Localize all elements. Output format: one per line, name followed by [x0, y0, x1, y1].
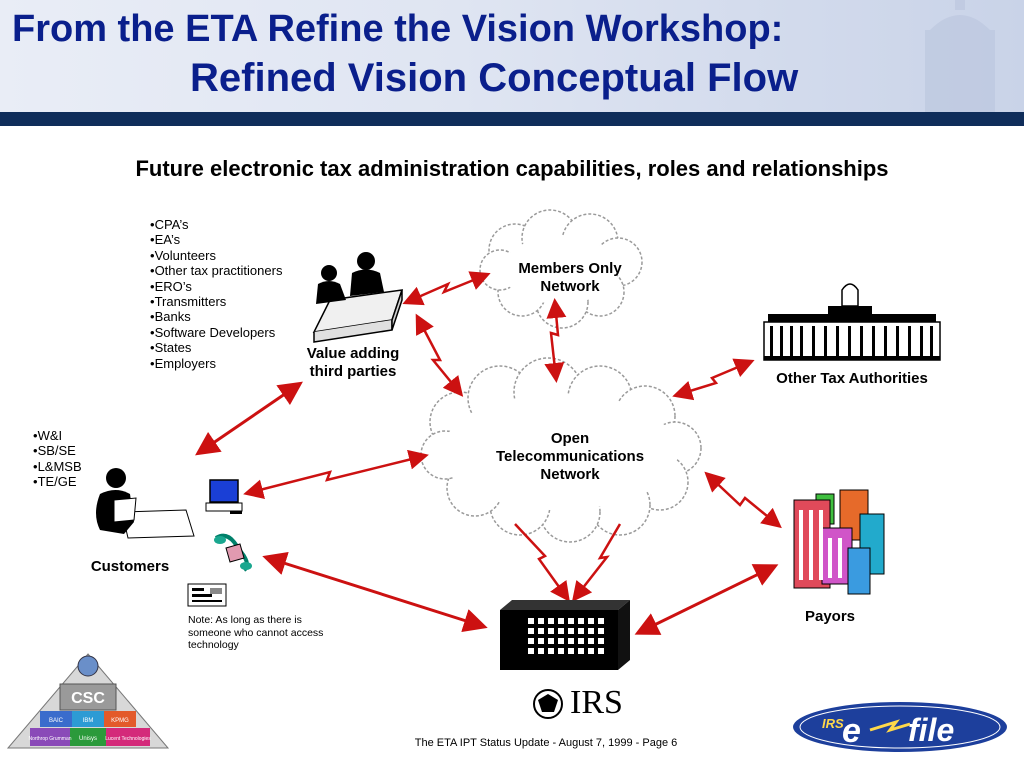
open-telecom-cloud: [420, 357, 702, 543]
list-item: ERO’s: [150, 279, 282, 294]
link-customer-open: [243, 449, 429, 499]
link-othertax-open: [672, 358, 755, 401]
link-thirdparty-open: [415, 313, 464, 397]
telephone-icon: [214, 533, 252, 572]
label-line: Network: [540, 278, 600, 295]
payors-label: Payors: [804, 608, 856, 625]
title-line-2: Refined Vision Conceptual Flow: [190, 56, 799, 100]
third-parties-list: CPA’s EA’s Volunteers Other tax practiti…: [150, 217, 283, 371]
partner-label: BAIC: [49, 718, 64, 724]
footer-text: The ETA IPT Status Update - August 7, 19…: [414, 737, 678, 749]
list-item: Employers: [150, 356, 282, 371]
list-item: TE/GE: [33, 474, 82, 489]
link-members-open: [544, 298, 567, 383]
other-tax-authorities-label: Other Tax Authorities: [776, 370, 928, 387]
header-capitol-decoration: [925, 0, 995, 112]
link-thirdparty-members: [402, 271, 491, 306]
partner-label: IBM: [83, 718, 94, 724]
list-item: Volunteers: [150, 248, 282, 263]
customer-person-icon: [96, 468, 195, 539]
irs-label: IRS: [570, 684, 623, 721]
payors-buildings-icon: [793, 489, 885, 595]
subtitle: Future electronic tax administration cap…: [135, 156, 889, 181]
partner-label: Unisys: [79, 736, 97, 742]
arrow-thirdparty-customer: [195, 381, 303, 456]
paper-form-icon: [187, 583, 227, 607]
label-line: Telecommunications: [495, 448, 645, 465]
title-line-1: From the ETA Refine the Vision Workshop:: [12, 8, 784, 50]
csc-partner-logo: CSC BAIC IBM KPMG Northrop Grumman Unisy…: [6, 653, 170, 749]
computer-icon: [205, 479, 243, 514]
link-open-irs-right: [571, 523, 622, 602]
label-line: Open: [550, 430, 590, 447]
technology-note: Note: As long as there is someone who ca…: [188, 614, 324, 651]
third-parties-icon: [312, 252, 404, 343]
irs-eagle-logo: [533, 689, 563, 719]
header-background: [0, 0, 1024, 112]
list-item: Transmitters: [150, 294, 282, 309]
list-item: Other tax practitioners: [150, 263, 283, 278]
list-item: L&MSB: [33, 459, 82, 474]
members-network-label: Members Only Network: [500, 260, 640, 296]
link-open-irs-left: [514, 523, 570, 603]
network-links: [243, 271, 782, 603]
list-item: Software Developers: [150, 325, 282, 340]
list-item: SB/SE: [33, 443, 82, 458]
efile-irs-text: IRS: [822, 716, 844, 731]
label-line: Value adding: [306, 345, 400, 362]
capitol-building-icon: [763, 283, 941, 361]
efile-file-text: file: [908, 712, 954, 748]
arrow-payors-irs: [634, 564, 779, 635]
efile-e-text: e: [842, 712, 861, 750]
partner-label: Northrop Grumman: [28, 736, 71, 742]
irs-efile-logo: IRS e file: [791, 700, 1009, 754]
partner-label: KPMG: [111, 718, 129, 724]
label-line: third parties: [309, 363, 397, 380]
list-item: EA’s: [150, 232, 282, 247]
open-network-label: Open Telecommunications Network: [480, 430, 660, 484]
partner-label: Lucent Technologies: [105, 736, 151, 742]
label-line: Members Only: [518, 260, 622, 277]
header-band: [0, 112, 1024, 126]
members-only-cloud: [479, 209, 643, 329]
arrow-customer-irs: [262, 552, 488, 632]
label-line: Network: [540, 466, 600, 483]
list-item: Banks: [150, 309, 282, 324]
irs-building-icon: [500, 600, 630, 670]
list-item: W&I: [33, 428, 82, 443]
relationship-arrows: [195, 381, 779, 635]
csc-logo-text: CSC: [71, 690, 105, 707]
customers-label: Customers: [90, 558, 170, 575]
list-item: CPA’s: [150, 217, 282, 232]
list-item: States: [150, 340, 282, 355]
customer-segments-list: W&I SB/SE L&MSB TE/GE: [33, 428, 82, 490]
third-parties-label: Value adding third parties: [290, 345, 416, 381]
link-payors-open: [704, 471, 782, 529]
